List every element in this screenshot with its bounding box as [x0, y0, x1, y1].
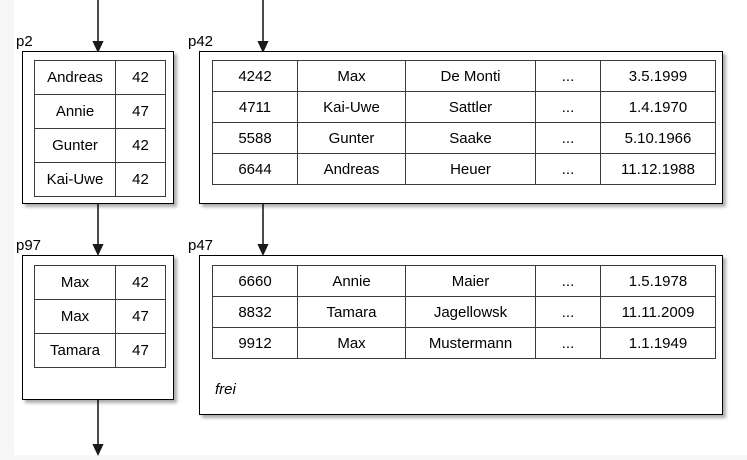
cell-lastname: Maier — [405, 265, 536, 297]
cell-firstname: Kai-Uwe — [297, 91, 406, 123]
cell-name: Tamara — [34, 333, 116, 368]
cell-id: 4242 — [212, 60, 298, 92]
table-p42: 4242 Max De Monti ... 3.5.1999 4711 Kai-… — [212, 60, 716, 185]
table-row[interactable]: Max 47 — [34, 299, 166, 334]
arrow-into-p2 — [92, 0, 104, 53]
arrow-p97-to-below — [92, 398, 104, 456]
table-row[interactable]: 9912 Max Mustermann ... 1.1.1949 — [212, 327, 716, 359]
cell-value: 47 — [115, 299, 166, 334]
cell-id: 5588 — [212, 122, 298, 154]
table-row[interactable]: 4242 Max De Monti ... 3.5.1999 — [212, 60, 716, 92]
cell-id: 4711 — [212, 91, 298, 123]
table-p97: Max 42 Max 47 Tamara 47 — [34, 265, 166, 368]
table-p2: Andreas 42 Annie 47 Gunter 42 Kai-Uwe 42 — [34, 60, 166, 197]
cell-more: ... — [535, 60, 601, 92]
table-row[interactable]: Max 42 — [34, 265, 166, 300]
cell-id: 8832 — [212, 296, 298, 328]
cell-name: Gunter — [34, 128, 116, 163]
cell-lastname: De Monti — [405, 60, 536, 92]
cell-firstname: Max — [297, 327, 406, 359]
cell-name: Kai-Uwe — [34, 162, 116, 197]
cell-more: ... — [535, 153, 601, 185]
table-row[interactable]: Kai-Uwe 42 — [34, 162, 166, 197]
page-gutter-bottom — [0, 455, 747, 460]
cell-id: 6660 — [212, 265, 298, 297]
cell-date: 5.10.1966 — [600, 122, 716, 154]
cell-value: 42 — [115, 265, 166, 300]
cell-more: ... — [535, 327, 601, 359]
cell-value: 42 — [115, 128, 166, 163]
cell-lastname: Saake — [405, 122, 536, 154]
cell-firstname: Max — [297, 60, 406, 92]
table-row[interactable]: 5588 Gunter Saake ... 5.10.1966 — [212, 122, 716, 154]
node-label-p42: p42 — [188, 33, 214, 50]
cell-date: 1.1.1949 — [600, 327, 716, 359]
table-row[interactable]: Annie 47 — [34, 94, 166, 129]
cell-lastname: Jagellowsk — [405, 296, 536, 328]
arrow-p42-to-p47 — [257, 203, 269, 256]
cell-lastname: Mustermann — [405, 327, 536, 359]
cell-firstname: Gunter — [297, 122, 406, 154]
cell-id: 9912 — [212, 327, 298, 359]
cell-more: ... — [535, 122, 601, 154]
cell-date: 3.5.1999 — [600, 60, 716, 92]
cell-firstname: Annie — [297, 265, 406, 297]
table-row[interactable]: 6644 Andreas Heuer ... 11.12.1988 — [212, 153, 716, 185]
cell-firstname: Andreas — [297, 153, 406, 185]
cell-name: Max — [34, 265, 116, 300]
table-row[interactable]: Gunter 42 — [34, 128, 166, 163]
cell-date: 11.11.2009 — [600, 296, 716, 328]
page-gutter-left — [0, 0, 14, 460]
cell-id: 6644 — [212, 153, 298, 185]
cell-name: Max — [34, 299, 116, 334]
cell-value: 42 — [115, 162, 166, 197]
table-row[interactable]: Andreas 42 — [34, 60, 166, 95]
cell-lastname: Sattler — [405, 91, 536, 123]
arrow-into-p42 — [257, 0, 269, 53]
cell-value: 47 — [115, 333, 166, 368]
table-row[interactable]: Tamara 47 — [34, 333, 166, 368]
node-label-p2: p2 — [16, 33, 33, 50]
cell-firstname: Tamara — [297, 296, 406, 328]
cell-lastname: Heuer — [405, 153, 536, 185]
table-row[interactable]: 4711 Kai-Uwe Sattler ... 1.4.1970 — [212, 91, 716, 123]
cell-more: ... — [535, 265, 601, 297]
cell-date: 11.12.1988 — [600, 153, 716, 185]
free-space-label-p47: frei — [215, 381, 236, 398]
node-label-p97: p97 — [16, 237, 42, 254]
cell-value: 47 — [115, 94, 166, 129]
cell-more: ... — [535, 91, 601, 123]
cell-name: Annie — [34, 94, 116, 129]
cell-name: Andreas — [34, 60, 116, 95]
arrow-p2-to-p97 — [92, 203, 104, 256]
cell-date: 1.5.1978 — [600, 265, 716, 297]
cell-value: 42 — [115, 60, 166, 95]
cell-date: 1.4.1970 — [600, 91, 716, 123]
table-p47: 6660 Annie Maier ... 1.5.1978 8832 Tamar… — [212, 265, 716, 359]
cell-more: ... — [535, 296, 601, 328]
table-row[interactable]: 8832 Tamara Jagellowsk ... 11.11.2009 — [212, 296, 716, 328]
node-label-p47: p47 — [188, 237, 214, 254]
table-row[interactable]: 6660 Annie Maier ... 1.5.1978 — [212, 265, 716, 297]
